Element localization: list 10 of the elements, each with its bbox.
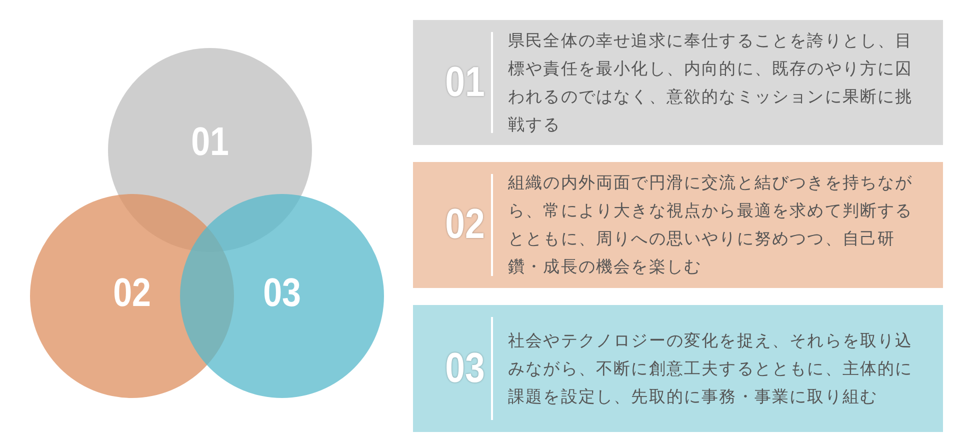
text-card <box>413 305 943 432</box>
text-card <box>413 20 943 145</box>
number-label: 03 <box>444 344 486 392</box>
description-text: 社会やテクノロジーの変化を捉え、それらを取り込みながら、不断に創意工夫するとともに、主体的に課題を設定し、先取的に事務・事業に取り組む <box>508 330 914 408</box>
number-label: 02 <box>112 271 152 316</box>
description-text: 組織の内外両面で円滑に交流と結びつきを持ちながら、常により大きな視点から最適を求めて判断するとともに、周りへの思いやりに努めつつ、自己研鑽・成長の機会を楽しむ <box>508 172 914 278</box>
number-label: 02 <box>444 200 486 248</box>
number-label: 03 <box>262 271 302 316</box>
text-card <box>413 162 943 288</box>
description-text: 県民全体の幸せ追求に奉仕することを誇りとし、目標や責任を最小化し、内向的に、既存のやり方に囚われるのではなく、意欲的なミッションに果断に挑戦する <box>508 30 914 136</box>
